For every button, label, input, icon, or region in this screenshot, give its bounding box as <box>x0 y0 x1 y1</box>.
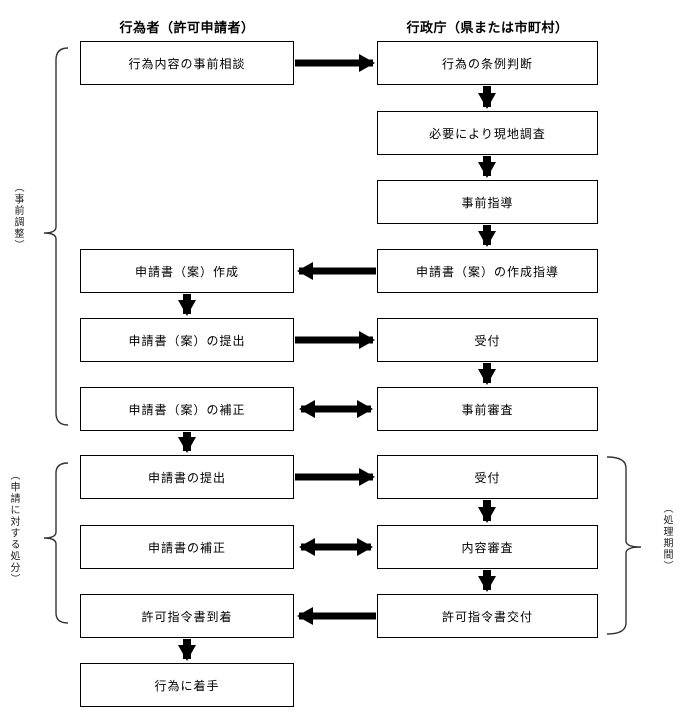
box-start-of-work: 行為に着手 <box>80 663 294 707</box>
label-application-disposition: （申請に対する処分） <box>8 470 19 585</box>
vertical-arrows <box>178 86 496 661</box>
box-permit-order-issuance: 許可指令書交付 <box>377 594 598 638</box>
brace-pre-coordination-icon <box>43 47 69 426</box>
box-ordinance-judgment: 行為の条例判断 <box>377 41 598 85</box>
header-agency: 行政庁（県または市町村） <box>406 21 569 36</box>
box-draft-creation-guidance: 申請書（案）の作成指導 <box>377 249 598 293</box>
brace-application-disposition-icon <box>43 462 69 624</box>
box-draft-application-correction: 申請書（案）の補正 <box>80 387 294 431</box>
box-prior-guidance: 事前指導 <box>377 180 598 224</box>
box-content-examination: 内容審査 <box>377 525 598 569</box>
box-application-correction: 申請書の補正 <box>80 525 294 569</box>
box-site-survey: 必要により現地調査 <box>377 111 598 155</box>
label-pre-coordination: （事前調整） <box>12 182 23 251</box>
header-actor: 行為者（許可申請者） <box>119 21 255 36</box>
brace-processing-period-icon <box>606 456 642 635</box>
box-reception-1: 受付 <box>377 318 598 362</box>
braces <box>43 47 642 635</box>
box-permit-order-arrival: 許可指令書到着 <box>80 594 294 638</box>
box-draft-application-submission: 申請書（案）の提出 <box>80 318 294 362</box>
label-processing-period: （処理期間） <box>661 503 672 572</box>
box-application-submission: 申請書の提出 <box>80 455 294 499</box>
box-prior-examination: 事前審査 <box>377 387 598 431</box>
box-draft-application-creation: 申請書（案）作成 <box>80 249 294 293</box>
box-prior-consultation: 行為内容の事前相談 <box>80 41 294 85</box>
box-reception-2: 受付 <box>377 455 598 499</box>
horizontal-arrows <box>295 54 376 625</box>
